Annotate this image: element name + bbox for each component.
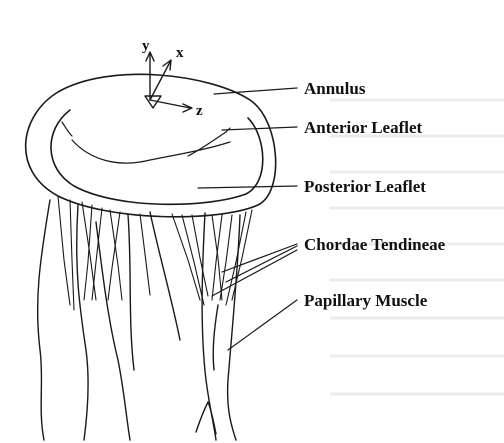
papillary-muscle-shape xyxy=(38,200,240,440)
anterior-leaflet-label: Anterior Leaflet xyxy=(304,118,423,137)
annulus-label: Annulus xyxy=(304,79,366,98)
y-axis-label: y xyxy=(142,38,150,54)
z-axis-label: z xyxy=(196,103,203,119)
papillary-muscle-label: Papillary Muscle xyxy=(304,291,428,310)
chordae-tendineae-label: Chordae Tendineae xyxy=(304,235,446,254)
posterior-leaflet-label: Posterior Leaflet xyxy=(304,177,426,196)
coordinate-axes xyxy=(145,52,192,112)
x-axis-label: x xyxy=(176,45,184,61)
leaflet-edges xyxy=(62,122,230,163)
